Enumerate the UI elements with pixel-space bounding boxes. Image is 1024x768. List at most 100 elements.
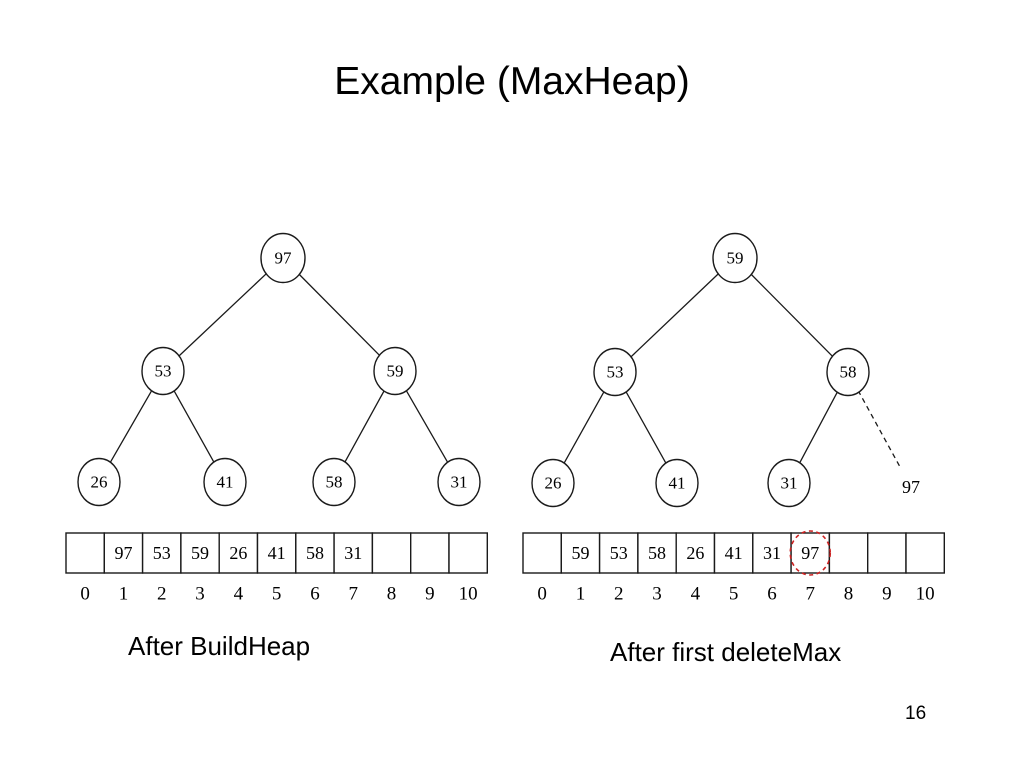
array-cell-value: 26 [686,543,704,563]
array-cell[interactable] [828,532,869,574]
tree-nodes: 97 53 59 26 41 58 31 [77,232,481,507]
node-circle [203,457,247,507]
array-cell[interactable] [522,532,562,574]
array-cell-value: 97 [801,543,819,563]
array-cell[interactable] [790,532,831,574]
array-cell[interactable] [218,532,259,574]
array-cell-value: 58 [648,543,666,563]
node-label: 26 [91,473,108,492]
tree-node-53: 53 [141,346,185,396]
highlight-ring-icon [789,530,832,576]
node-circle [712,232,758,284]
tree-edges [562,272,902,469]
node-circle [373,346,417,396]
array-cell[interactable] [598,532,639,574]
array-index-label: 6 [310,584,320,605]
tree-edge-n1-n3 [298,273,381,357]
tree-node-58: 58 [312,457,356,507]
array-index-row: 0 1 2 3 4 5 6 7 8 9 10 [80,584,477,605]
node-circle [767,458,811,508]
array-index-label: 9 [425,584,435,605]
tree-nodes: 59 53 58 26 41 31 [531,232,870,508]
page-number: 16 [905,703,927,724]
array-index-label: 10 [459,584,478,605]
tree-node-31: 31 [437,457,481,507]
node-label: 97 [275,249,293,268]
array-cell[interactable] [65,532,105,574]
array-cell[interactable] [410,532,450,574]
array-cell[interactable] [295,532,335,574]
array-cell[interactable] [371,532,412,574]
node-label: 26 [545,474,562,493]
array-cell-value: 97 [114,543,132,563]
node-label: 41 [669,474,686,493]
array-index-label: 0 [80,584,90,605]
array-cell[interactable] [256,532,297,574]
array-cell-value: 58 [306,543,324,563]
array-index-label: 2 [157,584,167,605]
array-index-label: 4 [234,584,244,605]
tree-edge-m1-m2 [629,272,720,359]
array-index-label: 5 [729,584,739,605]
node-circle [260,232,306,284]
node-label: 58 [326,473,343,492]
array-cell[interactable] [560,532,601,574]
tree-edge-n3-n7 [404,388,450,465]
array-index-label: 7 [806,584,816,605]
tree-node-53: 53 [593,347,637,397]
array-cell[interactable] [752,532,792,574]
array-index-label: 3 [195,584,205,605]
array-index-label: 10 [916,584,935,605]
array-cell[interactable] [333,532,374,574]
tree-node-26: 26 [531,458,575,508]
tree-edge-m3-m6 [798,390,839,465]
caption-after-first-deletemax: After first deleteMax [610,637,842,667]
tree-node-59: 59 [373,346,417,396]
array-cell[interactable] [448,532,488,574]
detached-edge-m7 [857,390,902,469]
node-label: 31 [781,474,798,493]
tree-node-59: 59 [712,232,758,284]
node-label: 58 [840,363,857,382]
array-index-label: 7 [349,584,359,605]
array-cell[interactable] [867,532,907,574]
detached-node-label-97: 97 [902,477,920,497]
array-cell-value: 53 [610,543,628,563]
tree-edge-m2-m5 [624,390,668,465]
array-index-label: 3 [652,584,662,605]
tree-edges [108,272,450,465]
node-circle [312,457,356,507]
array-index-label: 8 [844,584,854,605]
node-label: 59 [727,249,744,268]
tree-node-41: 41 [655,458,699,508]
array-cell-value: 41 [725,543,743,563]
node-circle [655,458,699,508]
node-circle [141,346,185,396]
array-index-label: 4 [691,584,701,605]
node-label: 41 [217,473,234,492]
node-circle [531,458,575,508]
node-circle [826,347,870,397]
tree-edge-n1-n2 [177,272,268,358]
array-index-label: 2 [614,584,624,605]
tree-edge-n2-n4 [108,388,154,465]
array-cell-value: 59 [571,543,589,563]
array-cell[interactable] [905,532,945,574]
tree-edge-n3-n6 [343,389,386,464]
array-cell[interactable] [141,532,182,574]
tree-edge-n2-n5 [172,389,216,464]
array-cell[interactable] [180,532,220,574]
array-index-label: 1 [119,584,129,605]
tree-edge-m2-m4 [562,390,606,465]
tree-node-58: 58 [826,347,870,397]
array-cell-value: 53 [153,543,171,563]
node-circle [593,347,637,397]
array-index-label: 8 [387,584,397,605]
page-title: Example (MaxHeap) [334,60,690,103]
array-index-label: 5 [272,584,282,605]
tree-node-31: 31 [767,458,811,508]
